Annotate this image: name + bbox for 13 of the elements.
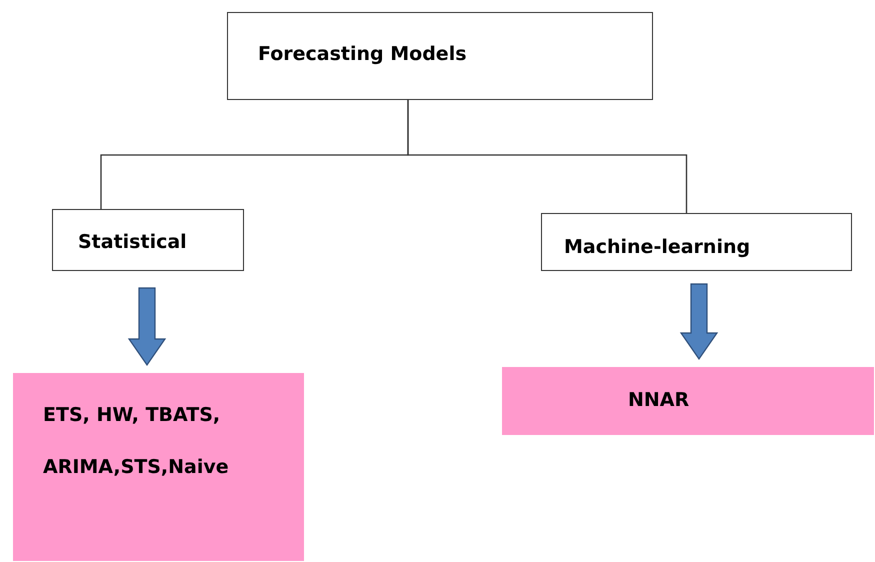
node-label: Forecasting Models: [258, 43, 467, 65]
title-box: [227, 12, 653, 100]
node-label: ETS, HW, TBATS, ARIMA,STS,Naive: [43, 403, 230, 480]
node-label: Statistical: [78, 231, 187, 253]
category-box: [52, 209, 244, 271]
model-list-box: [13, 373, 304, 561]
model-list-box: [502, 367, 874, 435]
connector-line: [407, 100, 688, 213]
node-label: NNAR: [628, 388, 690, 413]
block-arrow: [680, 283, 718, 360]
block-arrow: [128, 287, 166, 366]
category-box: [541, 213, 852, 271]
node-label: Machine-learning: [564, 236, 750, 258]
